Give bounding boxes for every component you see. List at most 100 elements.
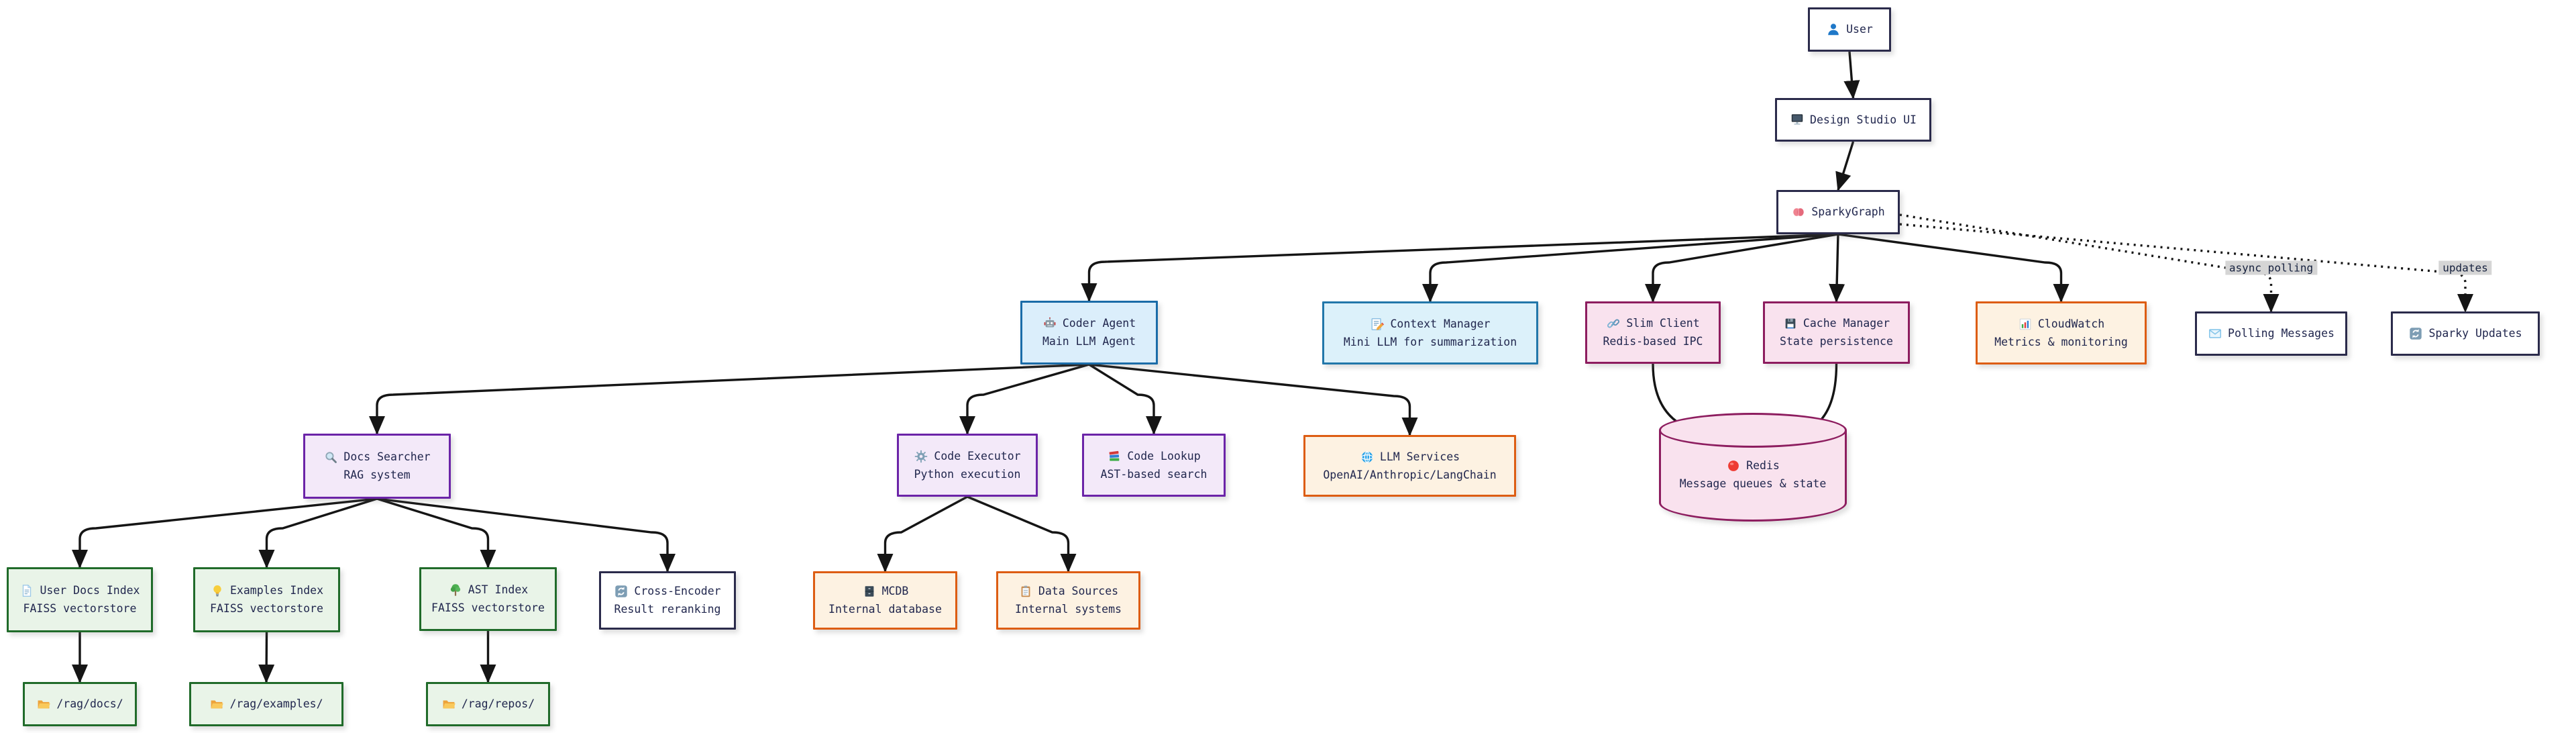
red-circle-icon	[1726, 458, 1741, 473]
node-sparkygraph: SparkyGraph	[1776, 190, 1900, 234]
node-label-row: Coder Agent	[1042, 315, 1136, 332]
node-subtitle: Redis-based IPC	[1603, 335, 1703, 348]
node-label-row: MCDB	[862, 583, 908, 599]
node-label-row: Design Studio UI	[1790, 112, 1917, 128]
refresh-icon	[614, 584, 629, 599]
node-label-row: Context Manager	[1370, 316, 1491, 332]
node-title: /rag/docs/	[56, 697, 123, 711]
node-title: Code Lookup	[1127, 449, 1201, 462]
envelope-icon	[2208, 326, 2222, 341]
edge-docs-searcher-to-cross-encoder	[376, 497, 676, 573]
edge-sparkygraph-to-cloudwatch	[1837, 233, 2070, 303]
edge-coder-agent-to-code-executor	[959, 363, 1089, 435]
bulb-icon	[210, 583, 225, 598]
barchart-icon	[2018, 317, 2033, 332]
node-polling-messages: Polling Messages	[2195, 311, 2347, 356]
node-label-row: AST Index	[448, 582, 528, 598]
node-label-row: Cache Manager	[1783, 315, 1890, 332]
node-label-row: Slim Client	[1606, 315, 1700, 332]
edge-sparkygraph-to-coder-agent	[1081, 233, 1839, 302]
node-title: Docs Searcher	[343, 450, 431, 464]
edge-sparkygraph-to-sparky-updates	[1899, 223, 2473, 313]
edge-label: updates	[2438, 260, 2492, 275]
edge-sparkygraph-to-slim-client	[1645, 233, 1839, 303]
edge-label: async polling	[2224, 260, 2318, 275]
edge-sparkygraph-to-context-manager	[1422, 233, 1839, 303]
cylinder-top	[1659, 413, 1847, 448]
node-sparky-updates: Sparky Updates	[2391, 311, 2540, 356]
brain-icon	[1791, 205, 1806, 219]
node-label-row: Data Sources	[1018, 583, 1118, 599]
node-subtitle: FAISS vectorstore	[431, 601, 545, 614]
node-title: Cross-Encoder	[634, 585, 721, 598]
node-title: Polling Messages	[2228, 327, 2334, 340]
cabinet-icon	[862, 584, 877, 599]
edge-docs-searcher-to-examples-index	[258, 497, 378, 569]
edge-sparkygraph-to-polling-messages	[1899, 213, 2279, 313]
node-title: Data Sources	[1038, 585, 1119, 598]
globe-icon	[1360, 450, 1375, 465]
node-title: AST Index	[468, 583, 529, 597]
node-label-row: User	[1826, 21, 1873, 38]
node-subtitle: Metrics & monitoring	[1994, 335, 2128, 348]
node-label-row: Code Executor	[914, 448, 1021, 465]
node-label-row: Sparky Updates	[2408, 326, 2522, 342]
link-icon	[1606, 316, 1621, 331]
node-title: SparkyGraph	[1811, 205, 1885, 219]
node-title: Redis	[1746, 458, 1780, 472]
node-subtitle: Python execution	[914, 467, 1021, 481]
node-label-row: /rag/repos/	[441, 696, 535, 712]
node-subtitle: AST-based search	[1100, 467, 1208, 481]
node-title: User	[1846, 23, 1873, 36]
node-label-row: CloudWatch	[2018, 316, 2104, 332]
edge-sparkygraph-to-cache-manager	[1829, 234, 1845, 303]
refresh-icon	[2408, 326, 2423, 341]
node-title: Examples Index	[229, 584, 324, 597]
edge-code-executor-to-mcdb	[877, 495, 968, 573]
node-rag-examples: /rag/examples/	[189, 682, 343, 726]
edge-coder-agent-to-code-lookup	[1088, 363, 1162, 435]
node-subtitle: RAG system	[343, 469, 411, 481]
edge-coder-agent-to-docs-searcher	[369, 363, 1089, 435]
memo-icon	[1370, 317, 1385, 332]
robot-icon	[1042, 316, 1057, 331]
node-title: Design Studio UI	[1810, 113, 1917, 126]
node-title: Slim Client	[1626, 317, 1700, 330]
node-title: /rag/examples/	[229, 697, 323, 711]
node-title: User Docs Index	[40, 584, 140, 597]
node-subtitle: OpenAI/Anthropic/LangChain	[1323, 468, 1497, 481]
node-subtitle: Main LLM Agent	[1042, 335, 1136, 348]
magnifier-icon	[323, 450, 338, 465]
node-user: User	[1808, 7, 1891, 52]
edge-examples-index-to-rag-examples	[258, 632, 275, 683]
edge-user-to-design-studio-ui	[1843, 51, 1860, 99]
node-title: Sparky Updates	[2428, 327, 2522, 340]
doc-page-icon	[19, 583, 34, 598]
edge-design-studio-ui-to-sparkygraph	[1835, 141, 1855, 191]
node-rag-docs: /rag/docs/	[23, 682, 137, 726]
node-subtitle: Internal systems	[1015, 603, 1122, 616]
gear-icon	[914, 449, 928, 464]
edge-docs-searcher-to-ast-index	[376, 497, 496, 569]
node-title: Context Manager	[1390, 317, 1491, 330]
node-label-row: User Docs Index	[19, 583, 140, 599]
tree-icon	[448, 583, 463, 597]
node-design-studio-ui: Design Studio UI	[1775, 98, 1931, 142]
folder-icon	[441, 697, 456, 712]
node-title: Cache Manager	[1803, 317, 1890, 330]
node-label-row: LLM Services	[1360, 449, 1460, 465]
